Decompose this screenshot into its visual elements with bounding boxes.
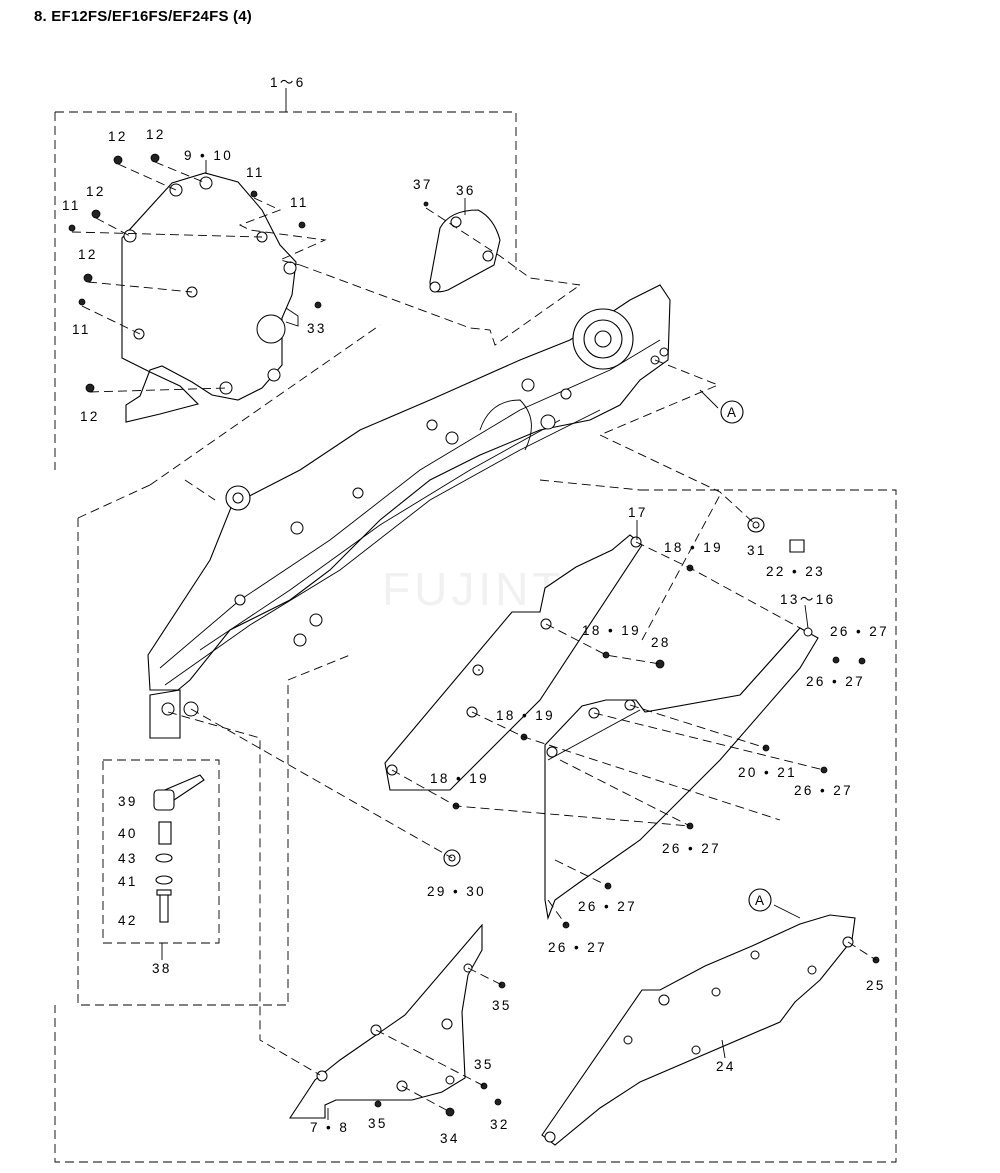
label-39: 39 xyxy=(118,794,138,809)
label-35: 35 xyxy=(368,1116,388,1131)
label-11: 11 xyxy=(72,322,91,337)
label-29-30: 29 • 30 xyxy=(427,884,486,899)
label-12: 12 xyxy=(108,129,128,144)
label-7-8: 7 • 8 xyxy=(310,1120,349,1135)
label-13-16: 13～16 xyxy=(780,592,836,607)
main-frame xyxy=(147,284,671,739)
label-36: 36 xyxy=(456,183,476,198)
label-26-27: 26 • 27 xyxy=(548,940,607,955)
label-28: 28 xyxy=(651,635,671,650)
label-31: 31 xyxy=(747,543,767,558)
label-25: 25 xyxy=(866,978,886,993)
group-box-38 xyxy=(102,759,220,944)
label-12: 12 xyxy=(146,127,166,142)
label-12: 12 xyxy=(78,247,98,262)
label-41: 41 xyxy=(118,874,138,889)
callout-a-bottom-label: A xyxy=(755,893,766,908)
bracket-13-16 xyxy=(544,627,819,921)
label-40: 40 xyxy=(118,826,138,841)
label-11: 11 xyxy=(290,195,309,210)
callout-a-top-label: A xyxy=(727,405,738,420)
label-33: 33 xyxy=(307,321,327,336)
group-box-main-frame xyxy=(77,484,289,1006)
group-box-1-6 xyxy=(54,111,517,470)
label-12: 12 xyxy=(86,184,106,199)
label-26-27: 26 • 27 xyxy=(794,783,853,798)
plate-24 xyxy=(541,914,856,1146)
label-26-27: 26 • 27 xyxy=(578,899,637,914)
label-34: 34 xyxy=(440,1131,460,1146)
group-box-13-16 xyxy=(54,489,897,1163)
label-24: 24 xyxy=(716,1059,736,1074)
label-37: 37 xyxy=(413,177,433,192)
label-18-19: 18 • 19 xyxy=(664,540,723,555)
page-title: 8. EF12FS/EF16FS/EF24FS (4) xyxy=(34,8,252,25)
assembly-lines xyxy=(71,88,877,1120)
part-labels: 1～6 12 12 9 • 10 11 12 11 11 12 11 33 12… xyxy=(62,75,889,1146)
label-22-23: 22 • 23 xyxy=(766,564,825,579)
label-42: 42 xyxy=(118,913,138,928)
label-17: 17 xyxy=(628,505,648,520)
label-35: 35 xyxy=(474,1057,494,1072)
label-11: 11 xyxy=(62,198,81,213)
lever-kit-38 xyxy=(153,774,205,923)
label-20-21: 20 • 21 xyxy=(738,765,797,780)
label-32: 32 xyxy=(490,1117,510,1132)
label-26-27: 26 • 27 xyxy=(806,674,865,689)
side-plate xyxy=(121,172,299,423)
label-26-27: 26 • 27 xyxy=(830,624,889,639)
label-1-6: 1～6 xyxy=(270,75,306,90)
callout-a-bottom: A xyxy=(748,888,772,912)
cover-7-8 xyxy=(288,923,483,1119)
label-26-27: 26 • 27 xyxy=(662,841,721,856)
label-18-19: 18 • 19 xyxy=(430,771,489,786)
label-43: 43 xyxy=(118,851,138,866)
label-9-10: 9 • 10 xyxy=(184,148,233,163)
callout-a-top: A xyxy=(720,400,744,424)
label-38: 38 xyxy=(152,961,172,976)
label-35: 35 xyxy=(492,998,512,1013)
label-18-19: 18 • 19 xyxy=(582,623,641,638)
cover-36 xyxy=(429,209,501,293)
label-11: 11 xyxy=(246,165,265,180)
label-18-19: 18 • 19 xyxy=(496,708,555,723)
label-12: 12 xyxy=(80,409,100,424)
